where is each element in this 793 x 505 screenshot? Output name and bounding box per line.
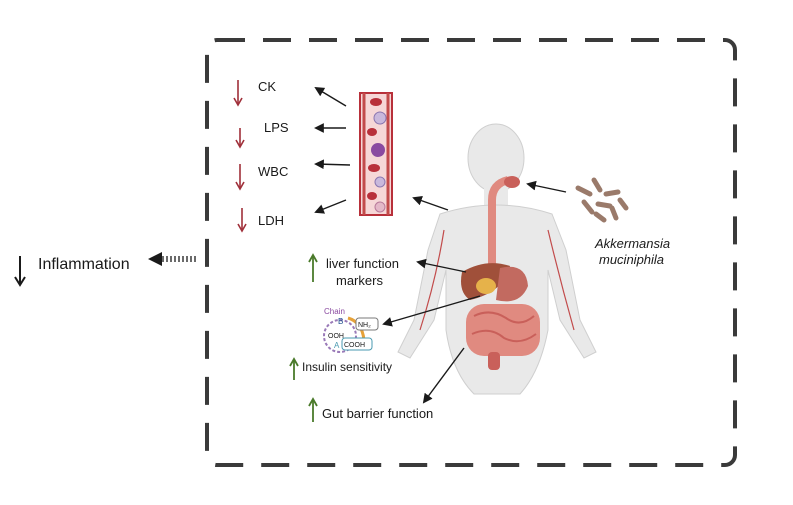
bacteria-name-line1: Akkermansia: [595, 236, 671, 251]
red-blood-cell: [370, 98, 382, 106]
green-up-arrow-icon: [289, 357, 299, 380]
arrow-body-to-vessel: [412, 195, 449, 211]
arrow-to-insulin: [382, 295, 481, 327]
arrow-bacteria-to-mouth: [526, 180, 567, 193]
white-blood-cell: [373, 111, 387, 125]
red-down-arrow-icon: [237, 208, 247, 233]
liver-markers-line1: liver function: [326, 256, 399, 271]
intestine: [466, 304, 540, 370]
white-blood-cell: [374, 176, 386, 188]
marker-wbc: WBC: [258, 164, 289, 179]
marker-ldh: LDH: [258, 213, 285, 228]
mouth: [504, 176, 520, 188]
arrow-to-wbc: [314, 159, 351, 170]
insulin-cooh-label: COOH: [344, 342, 365, 349]
insulin-molecule-icon: [323, 316, 379, 353]
gut-barrier-label: Gut barrier function: [322, 406, 434, 421]
white-blood-cell: [374, 201, 386, 213]
dashed-frame: [205, 38, 737, 467]
red-blood-cell: [367, 192, 377, 200]
insulin-b-label: B: [338, 317, 343, 326]
red-blood-cell: [367, 128, 377, 136]
liver-markers-line2: markers: [336, 273, 383, 288]
black-down-arrow-icon: [14, 256, 26, 287]
red-down-arrow-icon: [235, 128, 245, 149]
blood-vessel: [359, 92, 393, 216]
arrow-to-liver-markers: [416, 258, 467, 273]
insulin-ooh-label: OOH: [328, 333, 344, 340]
red-down-arrow-icon: [235, 164, 245, 191]
stomach: [496, 266, 528, 302]
arrow-to-ck: [314, 86, 347, 107]
inflammation-arrow: [148, 252, 196, 266]
bacteria-icon: [575, 177, 629, 223]
green-up-arrow-icon: [308, 397, 318, 422]
inflammation-label: Inflammation: [38, 256, 130, 273]
arrow-to-ldh: [314, 199, 347, 214]
insulin-nh2-label: NH₂: [358, 322, 371, 329]
white-blood-cell: [371, 143, 385, 157]
arrow-to-gut-barrier: [422, 347, 465, 404]
insulin-a-label: A: [334, 341, 340, 350]
insulin-sensitivity-label: Insulin sensitivity: [302, 360, 393, 374]
red-blood-cell: [368, 164, 380, 172]
insulin-chain-label: Chain: [324, 307, 345, 316]
marker-ck: CK: [258, 79, 277, 94]
bacteria-name-line2: muciniphila: [599, 252, 665, 267]
marker-lps: LPS: [264, 120, 289, 135]
green-up-arrow-icon: [308, 253, 318, 282]
gallbladder: [476, 278, 496, 294]
red-down-arrow-icon: [233, 80, 243, 107]
